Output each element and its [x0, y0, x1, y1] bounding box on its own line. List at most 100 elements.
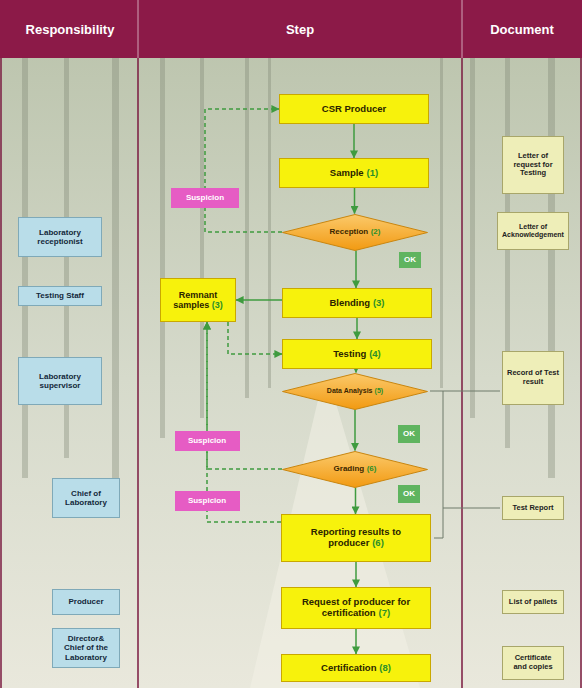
bracket-leader	[443, 508, 500, 509]
node-text: Suspicion	[188, 496, 226, 505]
decision-diamond: Data Analysis(5)	[282, 373, 428, 410]
node-text: Director& Chief of the Laboratory	[64, 634, 108, 661]
text-wrap: Suspicion	[188, 436, 226, 445]
node-text: Reporting results to producer	[311, 526, 401, 548]
ok-tag: OK	[398, 425, 420, 443]
suspicion-tag: Suspicion	[175, 491, 240, 511]
flow-arrow	[355, 629, 357, 654]
trunk	[200, 58, 204, 418]
trunk	[470, 58, 475, 418]
node-text: Remnant samples	[173, 290, 217, 310]
process-box: Blending(3)	[282, 288, 432, 318]
column-divider	[461, 58, 463, 688]
step-number: (3)	[373, 297, 385, 308]
flow-arrow	[355, 251, 357, 289]
flow-arrow	[355, 562, 357, 587]
node-text: Laboratory receptionist	[37, 228, 82, 246]
text-wrap: Remnant samples(3)	[167, 290, 229, 311]
node-text: Letter of request for Testing	[513, 151, 552, 177]
text-wrap: Data Analysis(5)	[327, 387, 383, 395]
step-number: (1)	[367, 167, 379, 178]
step-number: (2)	[371, 227, 381, 236]
node-text: Chief of Laboratory	[65, 489, 107, 507]
text-wrap: Laboratory receptionist	[23, 228, 97, 246]
process-box: Certification(8)	[281, 654, 431, 682]
responsibility-box: Laboratory supervisor	[18, 357, 102, 405]
suspicion-tag: Suspicion	[171, 188, 239, 208]
text-wrap: Suspicion	[186, 193, 224, 202]
text-wrap: Reception(2)	[330, 227, 381, 236]
node-text: List of pallets	[509, 597, 557, 606]
trunk	[112, 58, 119, 488]
node-text: CSR Producer	[322, 103, 386, 114]
ok-tag: OK	[399, 252, 421, 268]
text-wrap: Letter of Acknowledgement	[502, 223, 564, 239]
flow-arrow	[355, 369, 357, 373]
process-box: Reporting results to producer(6)	[281, 514, 431, 562]
text-wrap: Certificate and copies	[507, 654, 559, 671]
flow-arrow	[353, 124, 355, 158]
text-wrap: Producer	[68, 597, 103, 606]
trunk	[268, 58, 271, 388]
trunk	[22, 58, 28, 478]
column-header: Responsibility	[26, 22, 115, 37]
return-arrow	[228, 322, 282, 354]
header-bar	[0, 0, 582, 58]
flow-arrow	[354, 188, 356, 214]
text-wrap: Blending(3)	[329, 298, 384, 309]
node-text: Laboratory supervisor	[39, 372, 81, 390]
flow-arrow	[354, 410, 356, 451]
column-header: Step	[286, 22, 314, 37]
document-box: List of pallets	[502, 590, 564, 614]
tree-trunks	[22, 58, 555, 488]
node-text: Suspicion	[188, 436, 226, 445]
process-box: Remnant samples(3)	[160, 278, 236, 322]
header-divider	[462, 0, 463, 58]
decision-diamond: Reception(2)	[282, 214, 428, 251]
text-wrap: List of pallets	[509, 598, 557, 607]
process-box: Request of producer for certification(7)	[281, 587, 431, 629]
text-wrap: Suspicion	[188, 496, 226, 505]
text-wrap: Letter of request for Testing	[507, 152, 559, 178]
text-wrap: Testing(4)	[333, 349, 381, 360]
diamond-shape	[283, 214, 428, 250]
text-wrap: OK	[404, 255, 416, 264]
node-text: Blending	[329, 297, 370, 308]
node-text: Record of Test result	[507, 368, 559, 386]
flow-arrow	[236, 299, 282, 301]
step-number: (8)	[379, 662, 391, 673]
header-divider	[138, 0, 139, 58]
text-wrap: Record of Test result	[507, 369, 559, 386]
document-box: Test Report	[502, 496, 564, 520]
flow-arrow	[355, 488, 357, 515]
bracket	[430, 391, 443, 538]
diamond-shape	[283, 451, 428, 487]
suspicion-tag: Suspicion	[175, 431, 240, 451]
node-text: Grading	[334, 464, 365, 473]
text-wrap: Sample(1)	[330, 168, 378, 179]
column-header: Document	[490, 22, 554, 37]
text-wrap: Request of producer for certification(7)	[288, 597, 424, 619]
document-box: Letter of request for Testing	[502, 136, 564, 194]
document-box: Certificate and copies	[502, 646, 564, 680]
node-text: Data Analysis	[327, 387, 373, 394]
process-box: Testing(4)	[282, 339, 432, 369]
step-number: (4)	[369, 348, 381, 359]
step-number: (5)	[375, 387, 384, 394]
node-text: Producer	[68, 597, 103, 606]
text-wrap: Chief of Laboratory	[57, 489, 115, 507]
node-text: Suspicion	[186, 193, 224, 202]
text-wrap: CSR Producer	[322, 104, 386, 115]
responsibility-box: Producer	[52, 589, 120, 615]
text-wrap: OK	[403, 429, 415, 438]
responsibility-box: Chief of Laboratory	[52, 478, 120, 518]
ok-tag: OK	[398, 485, 420, 503]
node-text: Testing Staff	[36, 291, 84, 300]
node-text: Certificate and copies	[513, 653, 552, 671]
node-text: OK	[403, 429, 415, 438]
text-wrap: Testing Staff	[36, 291, 84, 300]
trunk	[440, 58, 443, 388]
node-text: Certification	[321, 662, 376, 673]
